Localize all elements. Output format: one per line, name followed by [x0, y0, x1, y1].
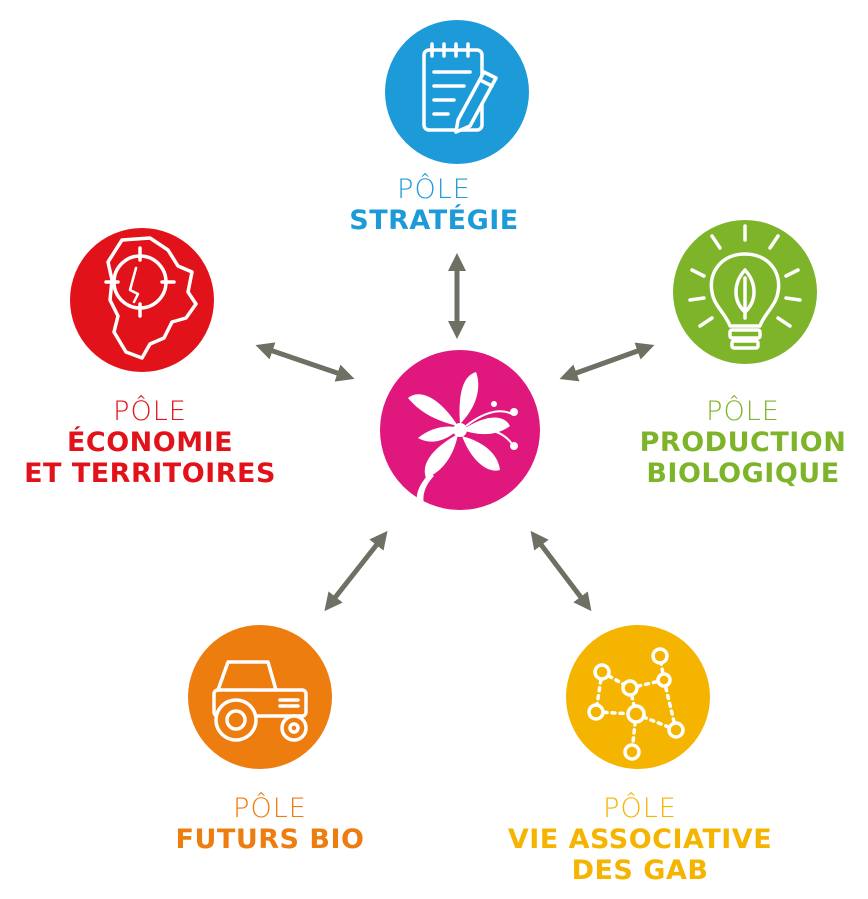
- pole-economie-node: [70, 228, 214, 372]
- center-node: [380, 350, 540, 510]
- economie-title-line2: ET TERRITOIRES: [24, 458, 276, 490]
- production-prefix: PÔLE: [706, 396, 780, 427]
- arrow-production: [559, 342, 655, 382]
- strategie-title: STRATÉGIE: [349, 205, 519, 237]
- vie-prefix: PÔLE: [603, 793, 677, 824]
- tractor-icon: [212, 660, 308, 742]
- pole-production-node: [673, 220, 817, 364]
- arrow-futurs: [324, 530, 388, 612]
- futurs-circle: [188, 625, 332, 769]
- pole-futurs-node: [188, 625, 332, 769]
- label-strategie: PÔLE STRATÉGIE: [334, 174, 534, 236]
- economie-title-line1: ÉCONOMIE: [66, 427, 234, 459]
- economie-prefix: PÔLE: [113, 396, 187, 427]
- label-production: PÔLE PRODUCTION BIOLOGIQUE: [618, 396, 868, 489]
- flower-icon: [408, 372, 518, 506]
- vie-title-line1: VIE ASSOCIATIVE: [507, 824, 773, 856]
- lightbulb-leaf-icon: [688, 224, 802, 350]
- connector-arrows: [255, 253, 655, 612]
- label-economie: PÔLE ÉCONOMIE ET TERRITOIRES: [0, 396, 300, 489]
- arrow-economie: [255, 342, 355, 382]
- futurs-prefix: PÔLE: [233, 793, 307, 824]
- notepad-pencil-icon: [422, 42, 498, 134]
- strategie-circle: [385, 20, 529, 164]
- vie-title-line2: DES GAB: [571, 855, 709, 887]
- pole-strategie-node: [385, 20, 529, 164]
- arrow-vie: [530, 530, 592, 612]
- strategie-prefix: PÔLE: [397, 174, 471, 205]
- production-title-line1: PRODUCTION: [639, 427, 847, 459]
- label-futurs: PÔLE FUTURS BIO: [150, 793, 390, 855]
- futurs-title: FUTURS BIO: [175, 824, 365, 856]
- map-target-icon: [104, 236, 198, 360]
- production-title-line2: BIOLOGIQUE: [646, 458, 840, 490]
- pole-vie-node: [566, 625, 710, 769]
- label-vie: PÔLE VIE ASSOCIATIVE DES GAB: [470, 793, 810, 886]
- network-nodes-icon: [587, 647, 685, 761]
